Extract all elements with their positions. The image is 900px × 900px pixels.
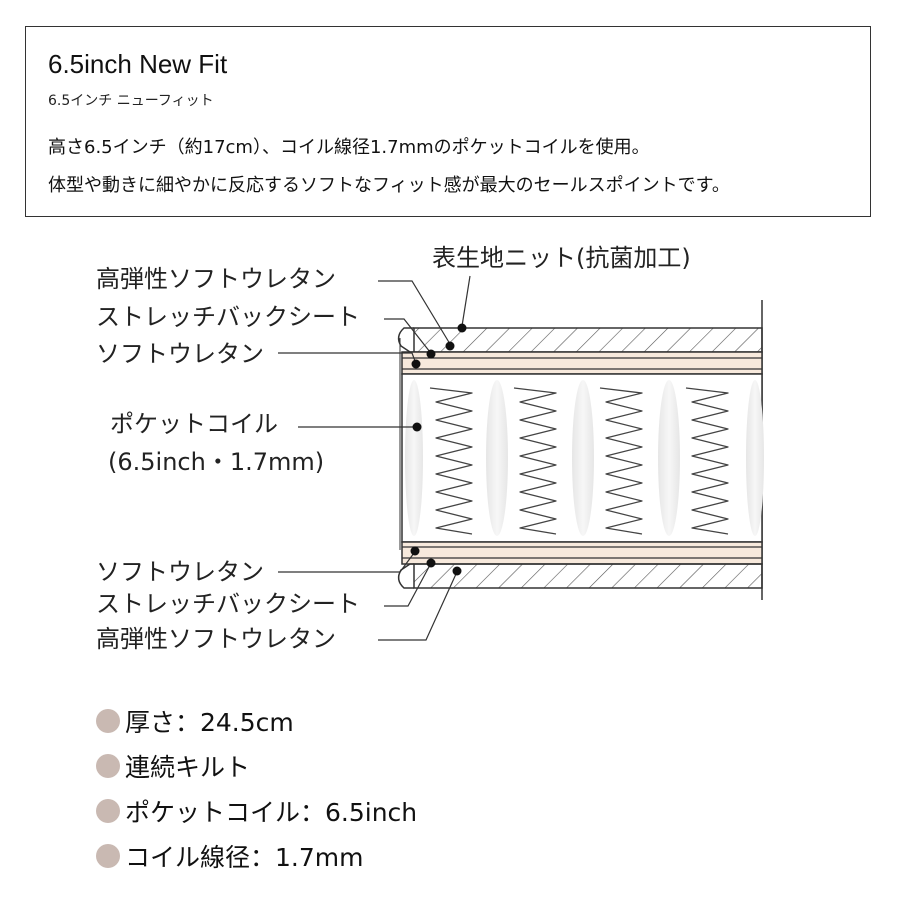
label-top-soft-urethane: ソフトウレタン [96,340,264,368]
bottom-quilt-layer [397,563,763,589]
leader-top-high-resilience [378,280,451,345]
bullet-dot-icon [96,708,120,733]
pocket-coil-section [401,373,764,543]
label-pocket-coil: ポケットコイル [110,410,278,438]
leader-top-stretch-back [384,318,431,353]
marker-bottom-stretch-back [426,558,436,568]
label-top-high-resilience: 高弾性ソフトウレタン [96,265,336,293]
spec-item: ポケットコイル：6.5inch [96,788,417,833]
label-coil-spec: (6.5inch・1.7mm) [108,448,324,476]
leader-bottom-stretch-back [384,564,431,607]
top-urethane-layer [401,351,763,375]
bullet-dot-icon [96,843,120,868]
spec-item: 連続キルト [96,743,417,788]
spec-list: 厚さ：24.5cm 連続キルト ポケットコイル：6.5inch コイル線径：1.… [96,698,417,878]
coil-spring-2 [513,387,557,535]
marker-bottom-high-resilience [452,566,462,576]
product-subtitle: 6.5インチ ニューフィット [48,93,214,109]
spec-thickness: 厚さ：24.5cm [125,707,294,737]
description-line-1: 高さ6.5インチ（約17cm）、コイル線径1.7mmのポケットコイルを使用。 [48,137,650,158]
marker-top-stretch-back [426,349,436,359]
leader-bottom-high-resilience [378,573,457,641]
spec-item: コイル線径：1.7mm [96,833,417,878]
coil-spring-3 [599,387,643,535]
spec-coil-diameter: コイル線径：1.7mm [125,842,364,872]
coil-spring-4 [685,387,729,535]
marker-pocket-coil [412,422,422,432]
leader-top-soft-urethane [278,352,416,362]
spec-pocket-coil: ポケットコイル：6.5inch [125,797,418,827]
label-bottom-high-resilience: 高弾性ソフトウレタン [96,625,336,653]
bullet-dot-icon [96,753,120,778]
marker-top-soft-urethane [411,359,421,369]
marker-top-high-resilience [445,341,455,351]
bullet-dot-icon [96,798,120,823]
product-title: 6.5inch New Fit [48,49,228,79]
marker-bottom-soft-urethane [410,546,420,556]
spec-quilt: 連続キルト [125,752,251,782]
label-top-stretch-back: ストレッチバックシート [96,303,360,331]
label-bottom-soft-urethane: ソフトウレタン [96,558,264,586]
description-line-2: 体型や動きに細やかに反応するソフトなフィット感が最大のセールスポイントです。 [48,175,730,196]
intro-box: 6.5inch New Fit 6.5インチ ニューフィット 高さ6.5インチ（… [25,26,871,217]
mattress-cross-section-diagram: 表生地ニット(抗菌加工) 高弾性ソフトウレタン ストレッチバックシート ソフトウ… [96,244,764,653]
bottom-urethane-layer [401,541,763,565]
coil-spring-1 [429,387,473,535]
leader-fabric [461,275,471,327]
marker-fabric [457,323,467,333]
leader-bottom-soft-urethane [278,552,415,573]
spec-item: 厚さ：24.5cm [96,698,417,743]
label-fabric: 表生地ニット(抗菌加工) [432,244,691,272]
label-bottom-stretch-back: ストレッチバックシート [96,590,360,618]
